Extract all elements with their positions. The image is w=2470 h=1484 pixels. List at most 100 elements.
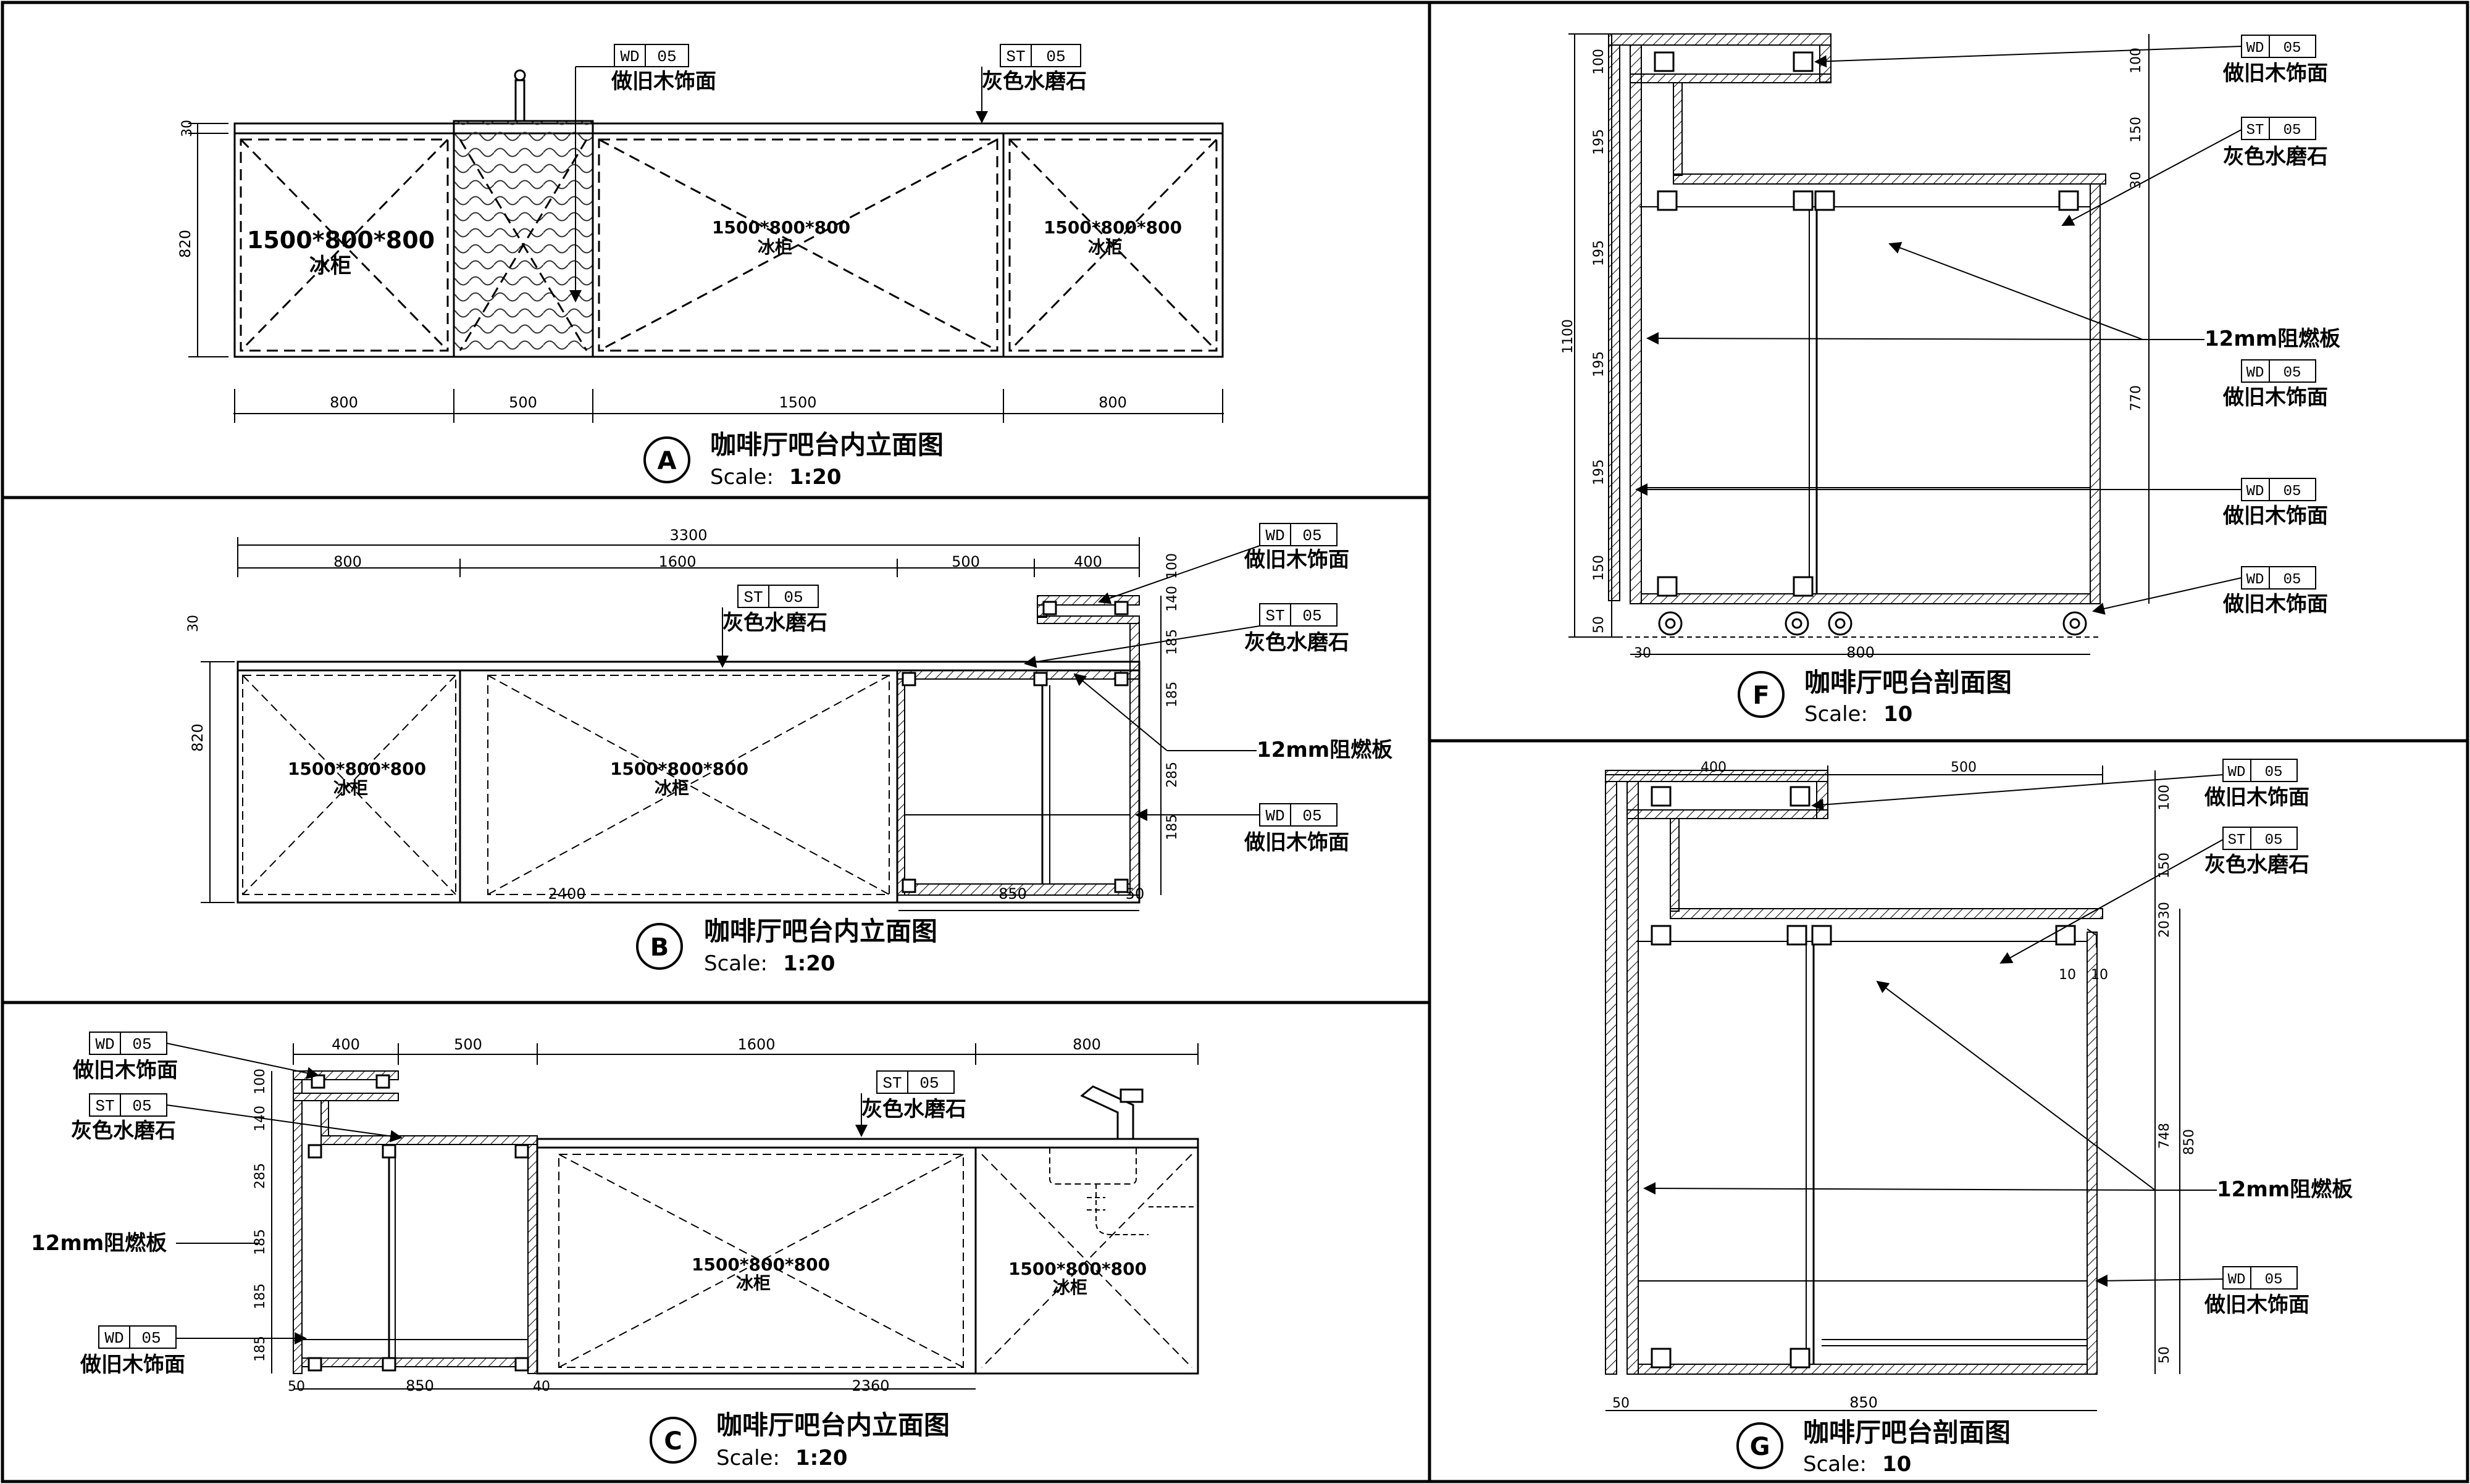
- board-label: 12mm阻燃板: [1073, 673, 1392, 762]
- svg-text:748: 748: [2157, 1123, 2172, 1149]
- svg-text:灰色水磨石: 灰色水磨石: [2223, 144, 2328, 169]
- svg-text:500: 500: [509, 394, 537, 411]
- svg-text:140: 140: [1165, 586, 1180, 612]
- svg-text:140: 140: [253, 1106, 268, 1132]
- material-tag-st: ST 05 灰色水磨石: [716, 585, 827, 668]
- svg-text:500: 500: [1951, 760, 1977, 775]
- material-tag-wd: WD 05 做旧木饰面: [1135, 803, 1349, 855]
- svg-text:灰色水磨石: 灰色水磨石: [982, 69, 1087, 94]
- svg-text:10: 10: [2091, 967, 2108, 983]
- sink-cabinet: [453, 120, 594, 358]
- svg-text:12mm阻燃板: 12mm阻燃板: [31, 1231, 167, 1256]
- svg-text:2400: 2400: [548, 885, 585, 902]
- svg-text:30: 30: [180, 120, 195, 137]
- svg-text:50: 50: [288, 1379, 305, 1394]
- view-letter: B: [650, 933, 669, 962]
- material-tag-st: ST 05 灰色水磨石: [1999, 827, 2309, 964]
- svg-text:100: 100: [2129, 48, 2144, 73]
- view-title: 咖啡厅吧台内立面图: [716, 1410, 950, 1440]
- svg-text:05: 05: [2265, 764, 2283, 781]
- svg-text:800: 800: [1073, 1036, 1101, 1053]
- svg-text:30: 30: [186, 615, 201, 632]
- svg-text:100: 100: [1165, 553, 1180, 579]
- svg-text:WD: WD: [1265, 807, 1284, 825]
- svg-text:12mm阻燃板: 12mm阻燃板: [2204, 327, 2340, 351]
- svg-text:ST: ST: [95, 1097, 114, 1115]
- material-tag-wd: WD 05 做旧木饰面: [80, 1325, 307, 1377]
- fridge-size-label: 1500*800*800: [1044, 217, 1182, 238]
- svg-text:1500*800*800: 1500*800*800: [610, 759, 748, 779]
- svg-text:05: 05: [132, 1097, 151, 1115]
- board-label: 12mm阻燃板: [1646, 242, 2340, 351]
- scale-word: Scale:: [704, 951, 768, 976]
- svg-text:195: 195: [1591, 129, 1607, 155]
- material-tag-wd: WD 05 做旧木饰面: [1814, 35, 2328, 86]
- svg-text:灰色水磨石: 灰色水磨石: [1244, 630, 1349, 655]
- material-tag-wd: WD 05 做旧木饰面: [2222, 359, 2328, 410]
- svg-text:WD: WD: [2228, 764, 2246, 781]
- svg-text:50: 50: [1126, 885, 1145, 902]
- section-g: WD 05 做旧木饰面 ST 05 灰色水磨石 12mm阻燃板 WD 05 做旧…: [1605, 759, 2353, 1477]
- svg-text:50: 50: [2157, 1346, 2172, 1364]
- svg-text:ST: ST: [743, 588, 763, 607]
- svg-text:05: 05: [1302, 527, 1321, 545]
- svg-text:冰柜: 冰柜: [333, 778, 368, 798]
- view-letter: G: [1750, 1433, 1770, 1461]
- svg-text:150: 150: [1591, 555, 1607, 581]
- scale-word: Scale:: [710, 465, 774, 490]
- faucet-icon: [514, 79, 525, 122]
- svg-text:820: 820: [177, 230, 194, 258]
- scale-value: 1:20: [783, 951, 835, 976]
- svg-text:800: 800: [1846, 644, 1875, 661]
- svg-text:WD: WD: [104, 1329, 124, 1348]
- fridge-size-label: 1500*800*800: [712, 217, 850, 238]
- svg-text:285: 285: [253, 1163, 268, 1189]
- board-label: 12mm阻燃板: [1643, 980, 2353, 1202]
- scale-value: 10: [1883, 702, 1912, 727]
- svg-text:05: 05: [2265, 1272, 2283, 1288]
- material-tag-wd: WD 05 做旧木饰面: [1811, 759, 2309, 811]
- material-tag-wd: WD 05 做旧木饰面: [569, 44, 716, 302]
- material-tag-wd: WD 05 做旧木饰面: [2092, 566, 2328, 617]
- svg-text:做旧木饰面: 做旧木饰面: [1244, 830, 1349, 855]
- svg-text:ST: ST: [2246, 122, 2264, 139]
- svg-text:ST: ST: [1006, 48, 1025, 66]
- material-tag-st: ST 05 灰色水磨石: [71, 1093, 403, 1143]
- svg-text:195: 195: [1591, 459, 1607, 485]
- view-letter: C: [664, 1427, 682, 1456]
- svg-text:05: 05: [657, 48, 676, 66]
- svg-text:185: 185: [1165, 682, 1180, 707]
- svg-text:185: 185: [253, 1283, 268, 1309]
- svg-text:12mm阻燃板: 12mm阻燃板: [2217, 1177, 2353, 1202]
- svg-text:冰柜: 冰柜: [1053, 1277, 1087, 1298]
- svg-text:冰柜: 冰柜: [655, 778, 689, 798]
- material-tag-st: ST 05 灰色水磨石: [1024, 603, 1349, 669]
- svg-text:冰柜: 冰柜: [736, 1273, 771, 1293]
- svg-text:50: 50: [1612, 1396, 1630, 1411]
- svg-text:灰色水磨石: 灰色水磨石: [722, 611, 827, 635]
- svg-text:WD: WD: [620, 48, 639, 66]
- material-tag-wd: WD 05 做旧木饰面: [72, 1032, 319, 1083]
- svg-text:做旧木饰面: 做旧木饰面: [2222, 385, 2328, 410]
- material-tag-st: ST 05 灰色水磨石: [2061, 117, 2328, 226]
- svg-text:做旧木饰面: 做旧木饰面: [2204, 1293, 2309, 1317]
- svg-text:05: 05: [784, 588, 803, 607]
- svg-text:ST: ST: [882, 1074, 902, 1093]
- svg-text:1500: 1500: [779, 394, 816, 411]
- material-tag-wd: WD 05 做旧木饰面: [2095, 1266, 2309, 1317]
- svg-text:05: 05: [2284, 122, 2301, 139]
- svg-text:WD: WD: [2246, 572, 2264, 588]
- svg-text:WD: WD: [2246, 483, 2264, 500]
- svg-text:12mm阻燃板: 12mm阻燃板: [1257, 738, 1392, 762]
- svg-text:1600: 1600: [658, 553, 696, 570]
- elevation-c: 1500*800*800 冰柜 1500*800*800 冰柜 WD 05 做旧…: [31, 1032, 1199, 1470]
- svg-text:做旧木饰面: 做旧木饰面: [611, 69, 716, 94]
- svg-text:500: 500: [454, 1036, 482, 1053]
- svg-text:05: 05: [132, 1035, 151, 1054]
- scale-value: 1:20: [789, 465, 842, 490]
- svg-text:850: 850: [2182, 1129, 2197, 1155]
- svg-text:195: 195: [1591, 351, 1607, 377]
- svg-text:WD: WD: [2246, 365, 2264, 381]
- svg-text:800: 800: [330, 394, 358, 411]
